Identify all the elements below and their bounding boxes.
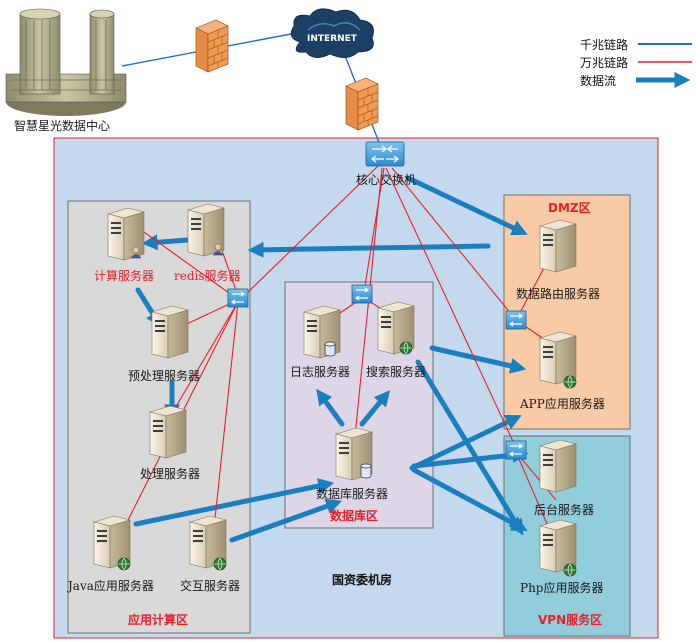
machine-room-title: 国资委机房	[332, 572, 392, 587]
app-server-label: APP应用服务器	[519, 396, 605, 411]
vpn-zone-switch-icon	[505, 440, 527, 460]
search-server-icon	[377, 301, 415, 355]
legend-data-flow-label: 数据流	[580, 73, 616, 88]
link-appsw-compute	[129, 221, 237, 299]
flow-search-to-app	[429, 345, 527, 374]
flow-interactive-to-database	[229, 498, 343, 543]
flow-database-to-backend	[411, 447, 529, 469]
java-app-server-icon	[93, 515, 131, 571]
db-zone-title: 数据库区	[330, 508, 378, 523]
datacenter-building-icon	[5, 8, 127, 116]
link-core-vpnswitch	[385, 167, 517, 449]
app-zone-title: 应用计算区	[128, 612, 188, 627]
preprocess-server-label: 预处理服务器	[128, 368, 200, 383]
flow-javaapp-to-database	[133, 478, 335, 527]
data-router-server-label: 数据路由服务器	[516, 286, 600, 301]
link-core-dbswitch	[363, 167, 385, 293]
flow-database-to-log	[316, 388, 345, 427]
database-server-icon	[335, 427, 373, 481]
php-server-label: Php应用服务器	[520, 580, 604, 595]
core-switch-icon	[365, 141, 405, 167]
internet-cloud-icon: INTERNET	[290, 8, 374, 58]
interactive-server-label: 交互服务器	[180, 578, 240, 593]
firewall-icon	[345, 77, 379, 131]
backend-server-icon	[539, 439, 577, 493]
vpn-zone-title: VPN服务区	[538, 612, 602, 627]
log-server-icon	[303, 305, 341, 359]
compute-server-label: 计算服务器	[94, 268, 154, 283]
interactive-server-icon	[189, 515, 227, 571]
java-app-server-label: Java应用服务器	[66, 578, 154, 593]
flow-redis-to-compute	[141, 234, 191, 251]
data-router-server-icon	[539, 219, 577, 273]
flow-search-to-php	[415, 359, 524, 536]
dmz-zone-title: DMZ区	[548, 201, 591, 215]
legend-gigabit-label: 千兆链路	[580, 37, 628, 52]
flow-database-to-search	[359, 390, 391, 427]
legend-ten-gigabit-label: 万兆链路	[580, 55, 628, 70]
link-core-dbserver	[353, 167, 383, 447]
log-server-label: 日志服务器	[290, 364, 350, 379]
process-server-icon	[149, 405, 187, 459]
link-appsw-interactive	[213, 301, 239, 529]
datacenter-label: 智慧星光数据中心	[14, 118, 110, 133]
php-server-icon	[539, 519, 577, 577]
flow-database-to-php	[411, 467, 528, 532]
link-core-dmzswitch	[391, 167, 517, 321]
database-server-label: 数据库服务器	[316, 486, 388, 501]
flow-core-to-dmz	[405, 175, 528, 236]
app-zone-switch-icon	[227, 288, 249, 308]
process-server-label: 处理服务器	[140, 466, 200, 481]
backend-server-label: 后台服务器	[534, 502, 594, 517]
search-server-label: 搜索服务器	[366, 364, 426, 379]
core-switch-label: 核心交换机	[356, 172, 416, 187]
firewall-icon	[195, 19, 229, 73]
internet-label: INTERNET	[307, 34, 358, 44]
flow-database-to-app	[409, 414, 522, 471]
legend: 千兆链路 万兆链路 数据流	[580, 37, 692, 89]
compute-server-icon	[107, 207, 145, 261]
link-appsw-process	[167, 301, 239, 421]
link-vpnsw-backend	[515, 451, 557, 501]
db-zone-switch-icon	[351, 284, 373, 304]
app-server-icon	[539, 331, 577, 389]
preprocess-server-icon	[151, 305, 189, 359]
link-core-appswitch	[243, 165, 379, 297]
dmz-zone-switch-icon	[505, 310, 527, 330]
redis-server-icon	[187, 203, 225, 257]
redis-server-label: redis服务器	[174, 268, 241, 283]
